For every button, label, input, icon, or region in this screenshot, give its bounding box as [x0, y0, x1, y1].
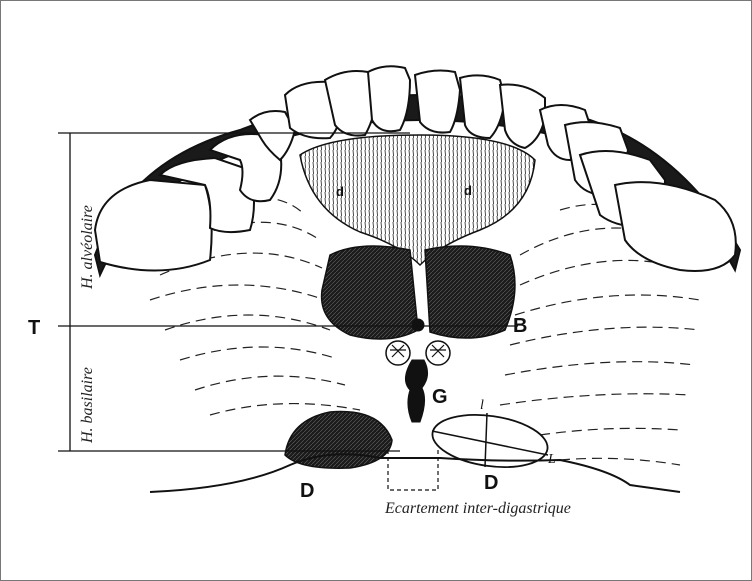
inter-digastric-box: [388, 450, 438, 490]
label-T: T: [28, 317, 40, 339]
left-digastric-fossa: [285, 412, 392, 469]
label-d-left: d: [336, 184, 344, 199]
label-B: B: [513, 315, 527, 337]
genioglossus-fan: [300, 135, 535, 265]
label-D-left: D: [300, 480, 314, 502]
label-h-alveolaire: H. alvéolaire: [79, 205, 96, 290]
label-l: l: [480, 398, 484, 413]
label-h-basilaire: H. basilaire: [79, 367, 96, 444]
basal-contour: [150, 454, 680, 492]
right-digastric-fossa: [429, 408, 551, 474]
label-D-right: D: [484, 472, 498, 494]
label-d-right: d: [464, 183, 472, 198]
label-G: G: [432, 386, 448, 408]
label-ecartement: Ecartement inter-digastrique: [384, 500, 571, 517]
label-L: L: [547, 452, 556, 467]
